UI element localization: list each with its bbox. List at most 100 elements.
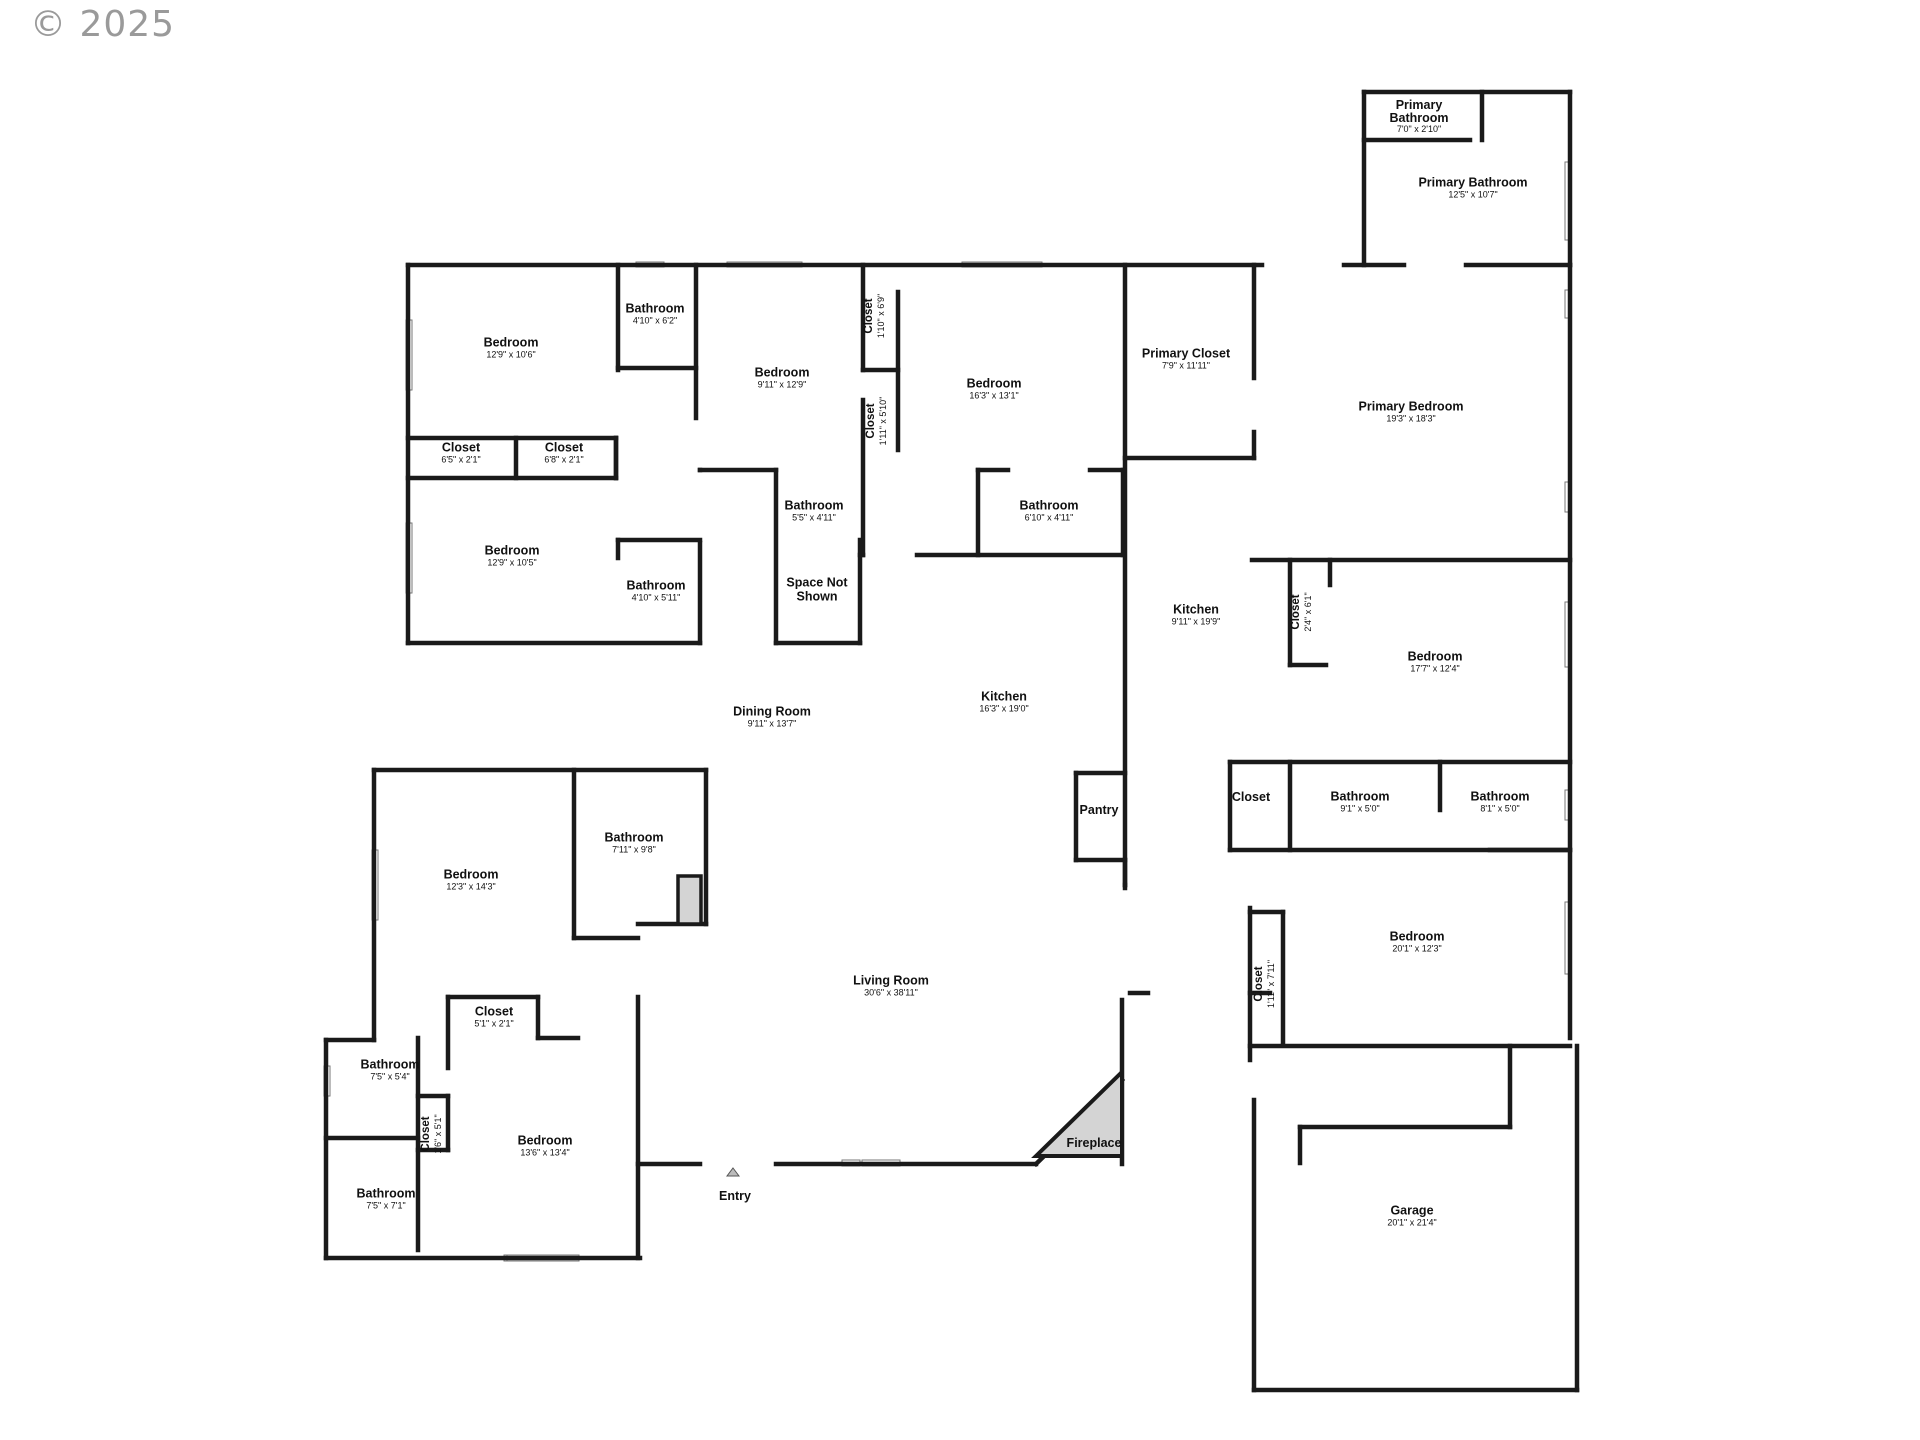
room-name: Bathroom	[1330, 789, 1390, 804]
room-name: Bathroom	[626, 578, 686, 593]
room-name: Bathroom	[360, 1057, 420, 1072]
room-dimensions: 9'11" x 13'7"	[747, 719, 797, 730]
fixtures	[676, 874, 1124, 1177]
room-name: Bedroom	[1407, 649, 1463, 664]
room-name: Bathroom	[1470, 789, 1530, 804]
room-name: Bedroom	[517, 1133, 573, 1148]
room-name: Garage	[1390, 1203, 1434, 1218]
shower-stall	[676, 874, 703, 926]
room-dimensions: 9'11" x 12'9"	[757, 380, 807, 391]
room-dimensions: 1'10" x 6'9"	[876, 293, 887, 339]
room-name: Closet	[865, 403, 878, 439]
room-dimensions: 16'3" x 19'0"	[979, 704, 1029, 715]
room-dimensions: 12'9" x 10'6"	[486, 350, 536, 361]
room-dimensions: 1'6" x 5'1"	[433, 1114, 444, 1154]
room-dimensions: 13'6" x 13'4"	[520, 1148, 570, 1159]
room-dimensions: 5'5" x 4'11"	[792, 513, 836, 524]
room-dimensions: 4'10" x 5'11"	[631, 593, 681, 604]
room-name: Closet	[544, 440, 584, 455]
room-name: Space Not Shown	[786, 575, 848, 604]
room-name: Kitchen	[981, 689, 1027, 704]
room-label-closet-3: Closet	[1232, 790, 1270, 804]
entry-label: Entry	[719, 1189, 751, 1203]
room-dimensions: 6'8" x 2'1"	[544, 455, 584, 466]
room-dimensions: 4'10" x 6'2"	[632, 316, 678, 327]
entry-marker-icon	[726, 1167, 740, 1177]
room-dimensions: 12'9" x 10'5"	[487, 558, 537, 569]
room-name: Bedroom	[754, 365, 810, 380]
room-name: Bathroom	[784, 498, 844, 513]
room-dimensions: 7'5" x 7'1"	[366, 1201, 406, 1212]
room-name: Primary Bathroom	[1418, 175, 1528, 190]
room-dimensions: 6'10" x 4'11"	[1024, 513, 1074, 524]
room-name: Closet	[1290, 594, 1303, 630]
room-dimensions: 8'1" x 5'0"	[1480, 804, 1520, 815]
room-name: Closet	[1231, 789, 1271, 804]
room-name: Bedroom	[484, 543, 540, 558]
room-name: Fireplace	[1066, 1135, 1122, 1150]
room-name: Bathroom	[356, 1186, 416, 1201]
room-dimensions: 5'1" x 2'1"	[474, 1019, 514, 1030]
room-name: Bedroom	[443, 867, 499, 882]
room-name: Bathroom	[625, 301, 685, 316]
room-name: Closet	[441, 440, 481, 455]
room-name: Living Room	[853, 973, 929, 988]
room-dimensions: 7'11" x 9'8"	[612, 845, 656, 856]
room-label-space-not-shown: Space Not Shown	[782, 576, 852, 605]
room-name: Primary Closet	[1141, 346, 1231, 361]
room-dimensions: 9'1" x 5'0"	[1340, 804, 1380, 815]
room-dimensions: 30'6" x 38'11"	[864, 988, 918, 999]
room-name: Bedroom	[966, 376, 1022, 391]
room-dimensions: 12'5" x 10'7"	[1448, 190, 1498, 201]
room-name: Pantry	[1079, 802, 1119, 817]
fireplace-hearth	[1031, 1067, 1124, 1158]
room-dimensions: 16'3" x 13'1"	[969, 391, 1019, 402]
room-name: Bedroom	[1389, 929, 1445, 944]
room-dimensions: 19'3" x 18'3"	[1386, 414, 1436, 425]
room-label-fireplace: Fireplace	[1067, 1136, 1122, 1150]
room-dimensions: 7'9" x 11'11"	[1161, 361, 1211, 372]
room-dimensions: 17'7" x 12'4"	[1410, 664, 1460, 675]
room-dimensions: 20'1" x 21'4"	[1387, 1218, 1437, 1229]
room-name: Kitchen	[1173, 602, 1219, 617]
room-label-pantry: Pantry	[1080, 803, 1119, 817]
room-name: Closet	[474, 1004, 514, 1019]
room-name: Primary Bathroom	[1389, 98, 1449, 126]
room-name: Closet	[420, 1116, 433, 1152]
room-name: Bathroom	[604, 830, 664, 845]
room-dimensions: 12'3" x 14'3"	[446, 882, 496, 893]
room-dimensions: 20'1" x 12'3"	[1392, 944, 1442, 955]
